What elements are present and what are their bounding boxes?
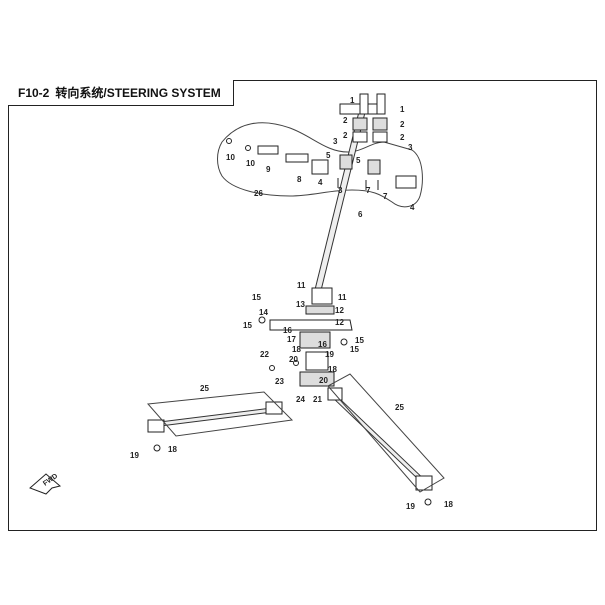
callout-7: 7 <box>366 186 371 195</box>
callout-23: 23 <box>275 377 284 386</box>
callout-21: 21 <box>313 395 322 404</box>
callout-15: 15 <box>350 345 359 354</box>
diagram-frame <box>8 80 597 531</box>
callout-22: 22 <box>260 350 269 359</box>
assembly-outline-26 <box>217 122 423 208</box>
callout-18: 18 <box>328 365 337 374</box>
callout-18: 18 <box>292 345 301 354</box>
callout-19: 19 <box>406 502 415 511</box>
callout-10: 10 <box>226 153 235 162</box>
callout-19: 19 <box>130 451 139 460</box>
diagram-title-box: F10-2 转向系统/STEERING SYSTEM <box>8 80 234 106</box>
callout-11: 11 <box>338 293 347 302</box>
callout-1: 1 <box>350 96 355 105</box>
callout-25: 25 <box>200 384 209 393</box>
callout-6: 6 <box>358 210 363 219</box>
callout-12: 12 <box>335 318 344 327</box>
callout-18: 18 <box>168 445 177 454</box>
callout-20: 20 <box>289 355 298 364</box>
callout-3: 3 <box>338 186 343 195</box>
tie-rod-ends <box>147 387 433 506</box>
callout-11: 11 <box>297 281 306 290</box>
callout-17: 17 <box>287 335 296 344</box>
callout-16: 16 <box>318 340 327 349</box>
callout-26: 26 <box>254 189 263 198</box>
callout-20: 20 <box>319 376 328 385</box>
callout-8: 8 <box>297 175 302 184</box>
callout-18: 18 <box>444 500 453 509</box>
callout-4: 4 <box>410 203 415 212</box>
callout-9: 9 <box>266 165 271 174</box>
callout-3: 3 <box>333 137 338 146</box>
callout-5: 5 <box>326 151 331 160</box>
fwd-arrow-icon: FWD <box>29 473 62 495</box>
upper-parts <box>226 138 417 190</box>
tie-rod-left-highlight <box>159 408 273 426</box>
top-bolts <box>352 93 388 143</box>
callout-2: 2 <box>400 120 405 129</box>
callout-2: 2 <box>343 131 348 140</box>
callout-15: 15 <box>243 321 252 330</box>
callout-1: 1 <box>400 105 405 114</box>
callout-4: 4 <box>318 178 323 187</box>
callout-25: 25 <box>395 403 404 412</box>
callout-12: 12 <box>335 306 344 315</box>
callout-13: 13 <box>296 300 305 309</box>
callout-24: 24 <box>296 395 305 404</box>
callout-10: 10 <box>246 159 255 168</box>
callout-7: 7 <box>383 192 388 201</box>
callout-14: 14 <box>259 308 268 317</box>
page-title: 转向系统/STEERING SYSTEM <box>55 86 221 100</box>
callout-3: 3 <box>408 143 413 152</box>
lower-housing <box>258 287 353 387</box>
callout-15: 15 <box>252 293 261 302</box>
tie-rod-group-outlines <box>146 373 445 493</box>
callout-16: 16 <box>283 326 292 335</box>
page-code: F10-2 <box>18 85 50 100</box>
callout-15: 15 <box>355 336 364 345</box>
callout-5: 5 <box>356 156 361 165</box>
callout-19: 19 <box>325 350 334 359</box>
callout-2: 2 <box>343 116 348 125</box>
callout-2: 2 <box>400 133 405 142</box>
